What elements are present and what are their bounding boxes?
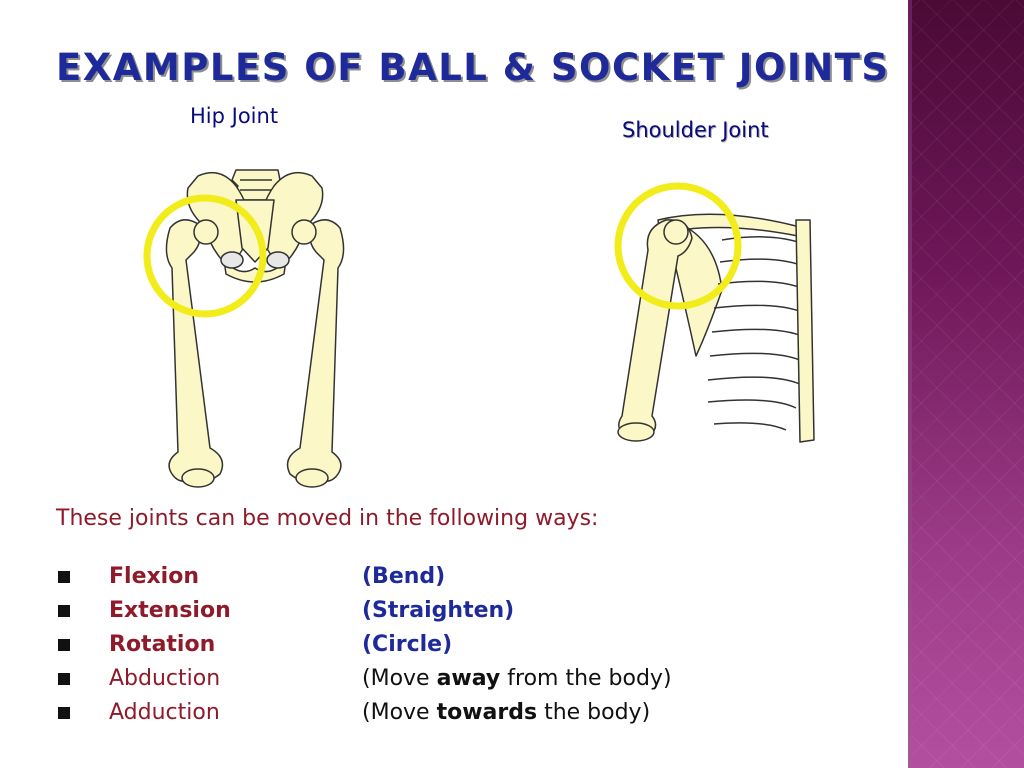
pubis-shape [223,259,287,283]
movement-name: Flexion [109,564,199,589]
slide-title: Examples of Ball & Socket Joints [56,46,890,89]
hip-joint-illustration [143,169,345,488]
scapula-shape [673,223,723,357]
humerus-shape [618,219,693,441]
spine-shape [795,219,815,443]
square-bullet-icon [58,673,70,685]
hip-highlight-circle [143,194,267,318]
intro-text: These joints can be moved in the followi… [56,506,599,531]
movement-description: (Circle) [362,632,453,657]
hip-joint-caption: Hip Joint [190,104,279,128]
side-band-edge [908,0,912,768]
movement-name: Extension [109,598,231,623]
movement-description: (Straighten) [362,598,515,623]
right-ilium-shape [259,171,324,267]
side-band-decoration [912,0,1024,768]
shoulder-highlight-circle [614,182,742,310]
square-bullet-icon [58,639,70,651]
shoulder-joint-caption: Shoulder Joint [622,118,769,142]
movement-name: Abduction [109,666,221,691]
movement-name: Rotation [109,632,216,657]
emphasis-text: away [436,666,501,691]
movement-name: Adduction [109,700,220,725]
left-femur-shape [165,219,224,483]
movement-description: (Move away from the body) [362,666,672,691]
movement-description: (Move towards the body) [362,700,651,725]
square-bullet-icon [58,605,70,617]
shoulder-joint-illustration [614,182,815,443]
movement-description: (Bend) [362,564,446,589]
ribcage-shape [707,236,811,431]
square-bullet-icon [58,707,70,719]
right-femur-shape [286,219,345,483]
square-bullet-icon [58,571,70,583]
emphasis-text: towards [436,700,538,725]
